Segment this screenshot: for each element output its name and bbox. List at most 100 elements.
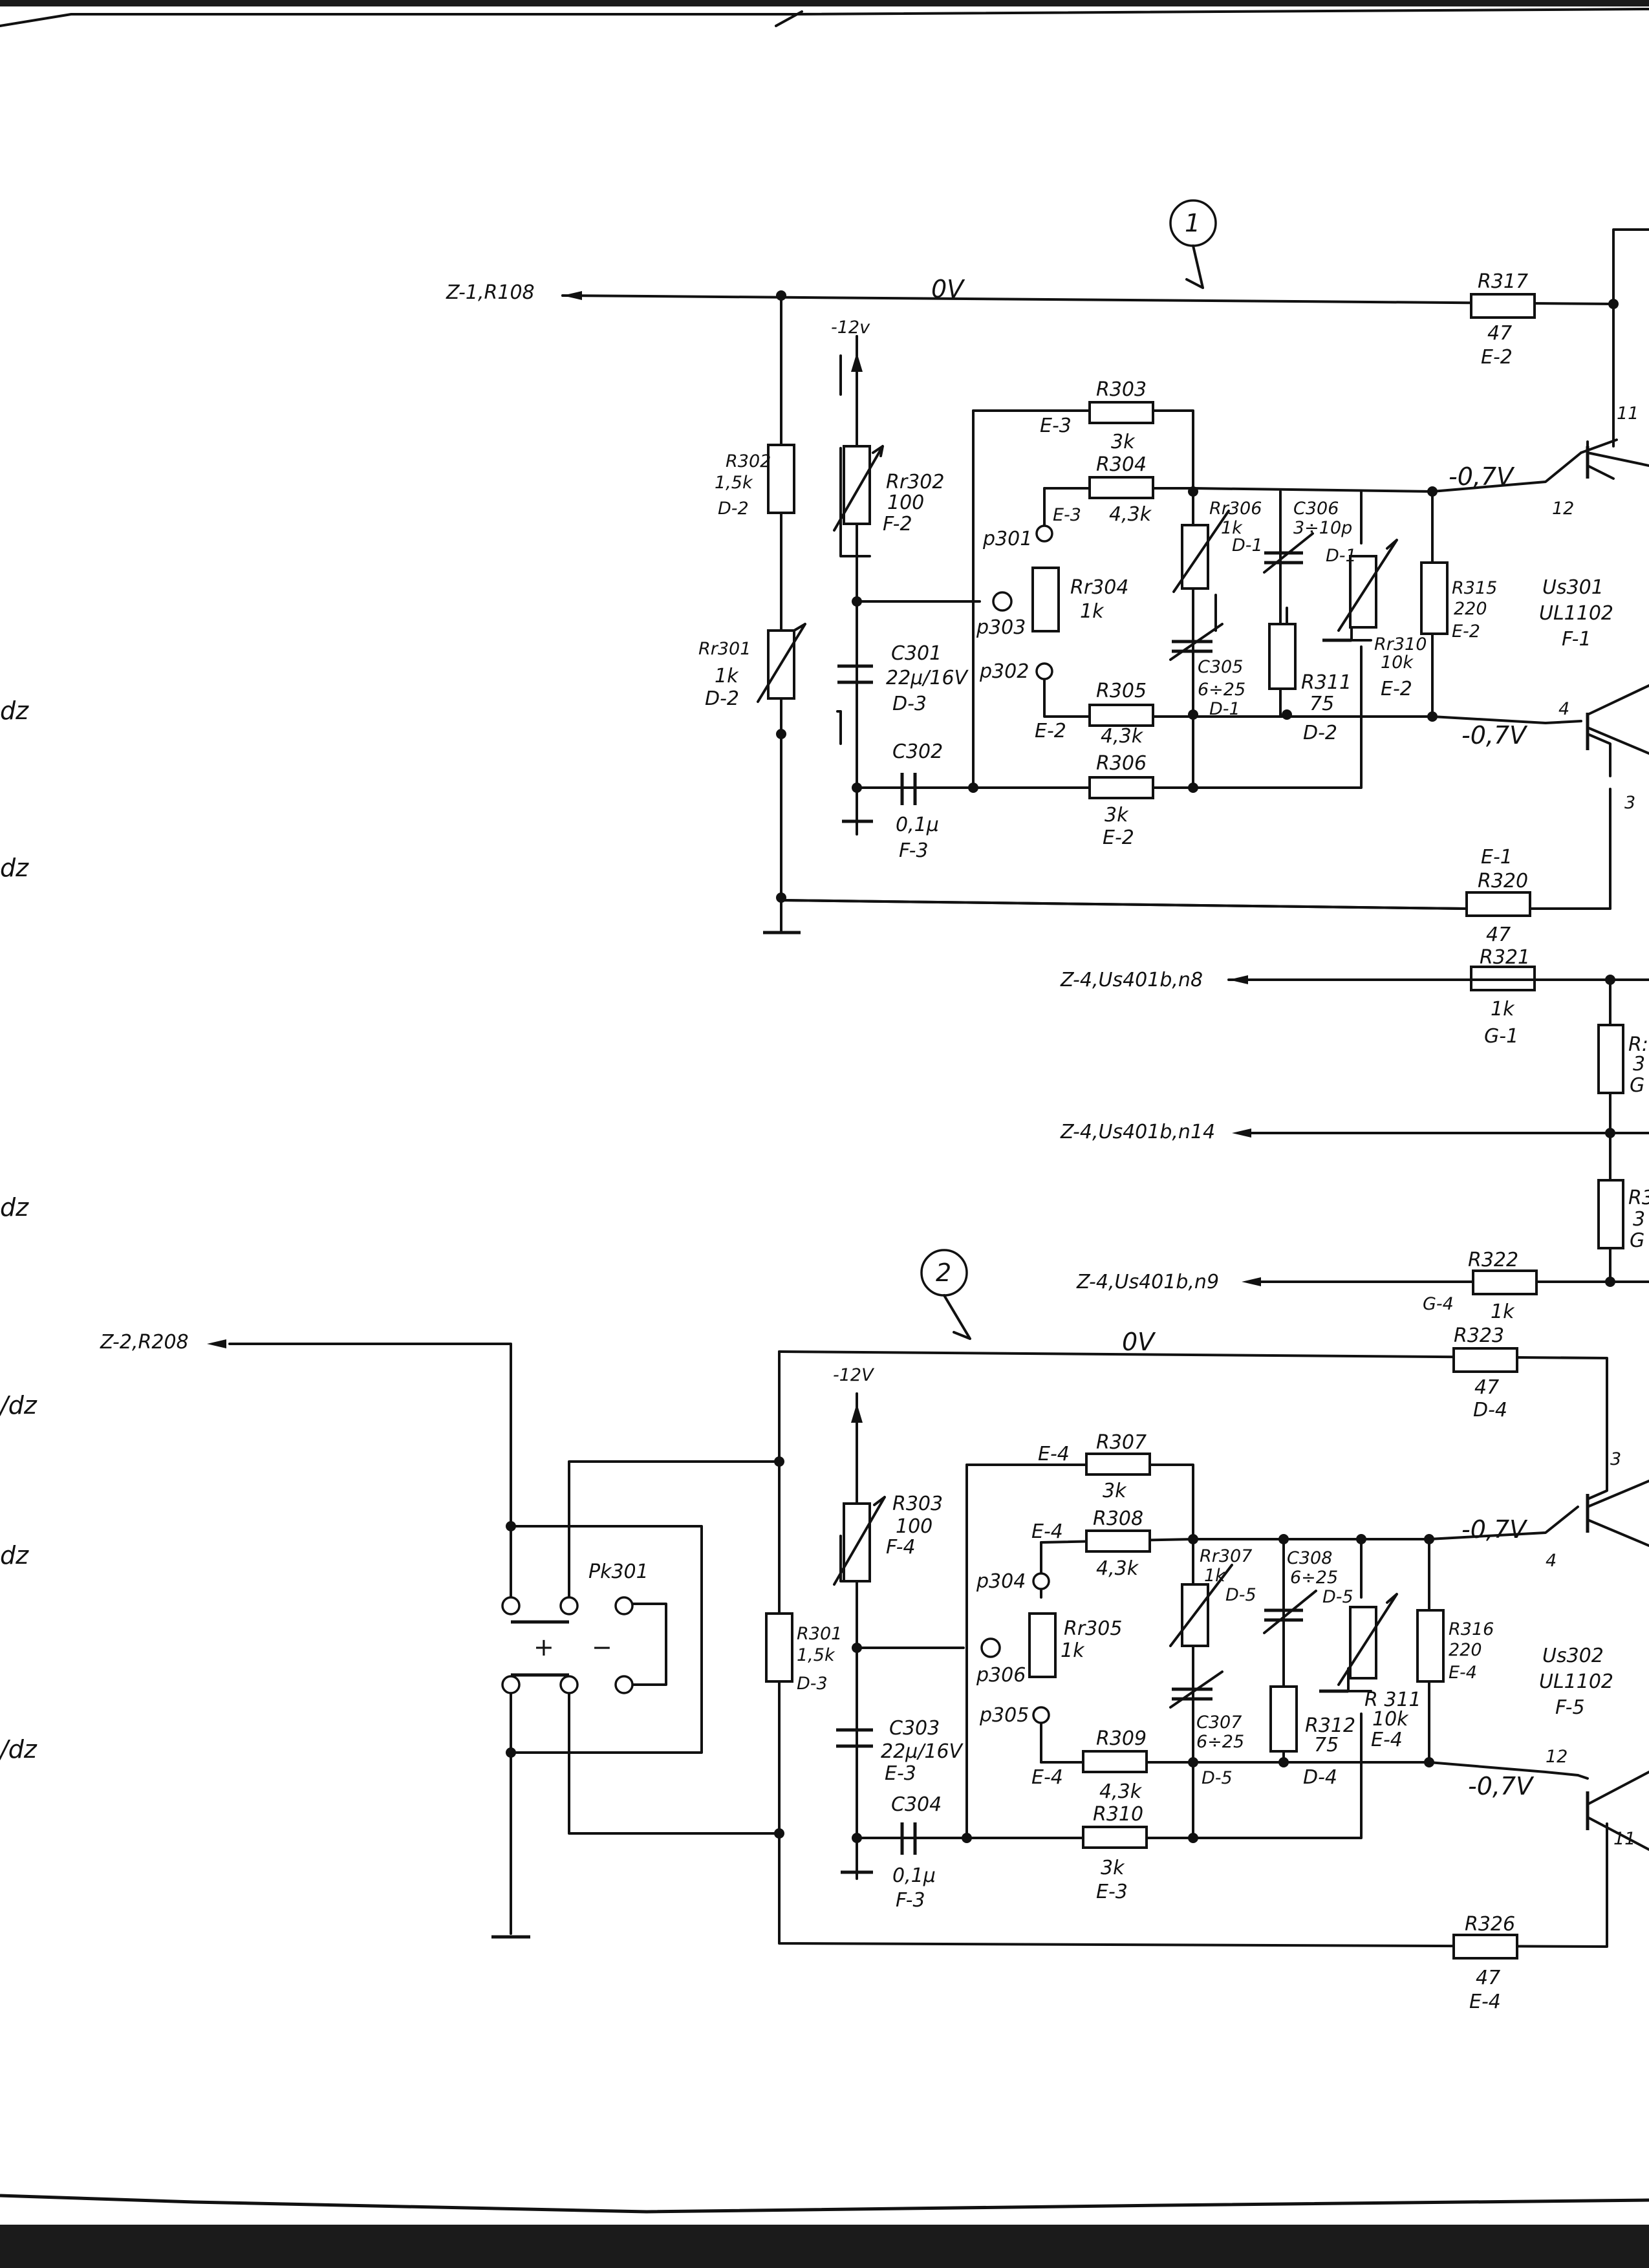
capacitor-C302 [900, 773, 917, 805]
component-grid: E-4 [1031, 1766, 1063, 1789]
component-ref: R307 [1096, 1431, 1147, 1454]
signal-label: Z-1,R108 [446, 281, 535, 304]
trimmer-Rr304 [1031, 567, 1060, 632]
margin-text: dz [0, 854, 29, 882]
resistor-R302 [767, 444, 795, 514]
component-grid: E-4 [1449, 1663, 1477, 1683]
resistor-R312 [1269, 1685, 1298, 1753]
component-grid: D-4 [1473, 1399, 1507, 1421]
component-value: 220 [1454, 599, 1487, 619]
junctions-2 [506, 1456, 1434, 1843]
resistor-R308 [1085, 1529, 1151, 1553]
component-ref: R320 [1478, 870, 1528, 892]
component-value: 75 [1310, 693, 1334, 715]
signal-label: Z-4,Us401b,n14 [1060, 1121, 1215, 1143]
ic-label: Us302 [1542, 1645, 1604, 1667]
component-grid: D-5 [1322, 1587, 1353, 1607]
component-grid: D-2 [1303, 722, 1337, 744]
component-value: 1k [1204, 1566, 1226, 1586]
voltage-label: -0,7V [1461, 721, 1528, 750]
trimmer-Rr302 [843, 445, 871, 525]
pin-label: 3 [1624, 793, 1635, 813]
trimmer-R303 [843, 1502, 871, 1582]
component-value: 10k [1381, 653, 1414, 673]
component-ref: R316 [1449, 1619, 1494, 1639]
resistor-R315 [1420, 561, 1449, 635]
resistor-R304 [1088, 476, 1154, 499]
ic-label: F-1 [1562, 628, 1591, 651]
component-grid: G [1630, 1074, 1644, 1097]
component-value: 47 [1474, 1376, 1499, 1399]
component-labels: R317 47 E-2 R302 1,5k D-2 Rr302 100 F-2 … [698, 270, 1649, 2013]
resistor-R309 [1082, 1750, 1148, 1773]
voltage-label: -0,7V [1468, 1772, 1535, 1800]
component-ref: R305 [1096, 680, 1147, 702]
resistor-R311 [1268, 623, 1297, 690]
component-grid: D-4 [1303, 1766, 1337, 1789]
component-grid: D-1 [1326, 546, 1357, 566]
component-ref: R311 [1301, 671, 1352, 694]
component-ref: C308 [1287, 1548, 1332, 1568]
component-grid: G [1630, 1229, 1644, 1252]
component-value: 6÷25 [1196, 1732, 1244, 1752]
component-ref: R306 [1096, 752, 1147, 775]
component-grid: E-2 [1452, 621, 1480, 642]
ic-label: UL1102 [1539, 1670, 1613, 1693]
component-value: 75 [1314, 1734, 1339, 1756]
component-value: 3 [1633, 1208, 1645, 1231]
component-ref: R303 [1096, 378, 1147, 401]
component-grid: E-2 [1103, 826, 1134, 849]
component-ref: R309 [1096, 1727, 1147, 1750]
component-grid: E-3 [1053, 505, 1081, 525]
channel-1-components [757, 293, 1536, 991]
margin-text: dz [0, 1541, 29, 1570]
component-grid: D-3 [797, 1674, 828, 1694]
resistor-R307 [1085, 1453, 1151, 1476]
component-ref: R326 [1465, 1913, 1515, 1936]
component-ref: C301 [891, 642, 942, 665]
component-ref: Rr301 [698, 639, 751, 659]
component-value: 1k [1491, 998, 1515, 1021]
component-value: 100 [896, 1515, 932, 1538]
component-grid: E-1 [1481, 846, 1513, 869]
resistor-R316 [1416, 1609, 1445, 1683]
component-grid: D-2 [705, 687, 739, 710]
voltage-label: -0,7V [1461, 1515, 1528, 1544]
pad-label: p301 [982, 528, 1032, 550]
resistor-R310 [1082, 1826, 1148, 1849]
component-value: 0,1μ [892, 1864, 936, 1887]
pad-label: p304 [976, 1570, 1026, 1593]
voltage-label: 0V [931, 275, 965, 303]
component-ref: R310 [1093, 1803, 1143, 1826]
switch-label: Pk301 [588, 1561, 649, 1583]
callout-number: 1 [1185, 209, 1200, 237]
resistor-Rc1 [1597, 1024, 1624, 1094]
signal-label: Z-2,R208 [100, 1331, 189, 1354]
left-margin-fragments: dz dz dz /dz dz /dz [0, 697, 38, 1764]
component-ref: C306 [1293, 499, 1339, 519]
resistor-R323 [1452, 1347, 1518, 1373]
margin-text: dz [0, 697, 29, 725]
component-grid: D-2 [718, 499, 749, 519]
pad-label: p305 [979, 1704, 1029, 1727]
callout-1 [1169, 199, 1217, 289]
capacitor-C306 [1264, 551, 1303, 565]
component-grid: E-3 [1040, 415, 1072, 437]
component-value: 22μ/16V [886, 667, 969, 689]
component-grid: E-2 [1035, 720, 1066, 742]
component-grid: G-1 [1484, 1025, 1518, 1048]
component-ref: C304 [891, 1793, 942, 1816]
pin-label: 11 [1617, 404, 1639, 424]
component-grid: E-2 [1381, 678, 1412, 700]
switch-minus: − [592, 1633, 612, 1661]
signal-labels: Z-1,R108 Z-2,R208 Z-4,Us401b,n8 Z-4,Us40… [100, 209, 1639, 1849]
component-value: 3k [1101, 1857, 1125, 1879]
component-ref: R308 [1093, 1507, 1143, 1530]
trimmer-Rr305 [1028, 1612, 1057, 1678]
ic-label: F-5 [1555, 1696, 1585, 1719]
component-value: 6÷25 [1198, 680, 1245, 700]
pin-label: 12 [1546, 1747, 1568, 1767]
channel-2-components [765, 1347, 1518, 1960]
resistor-R317 [1470, 293, 1536, 319]
